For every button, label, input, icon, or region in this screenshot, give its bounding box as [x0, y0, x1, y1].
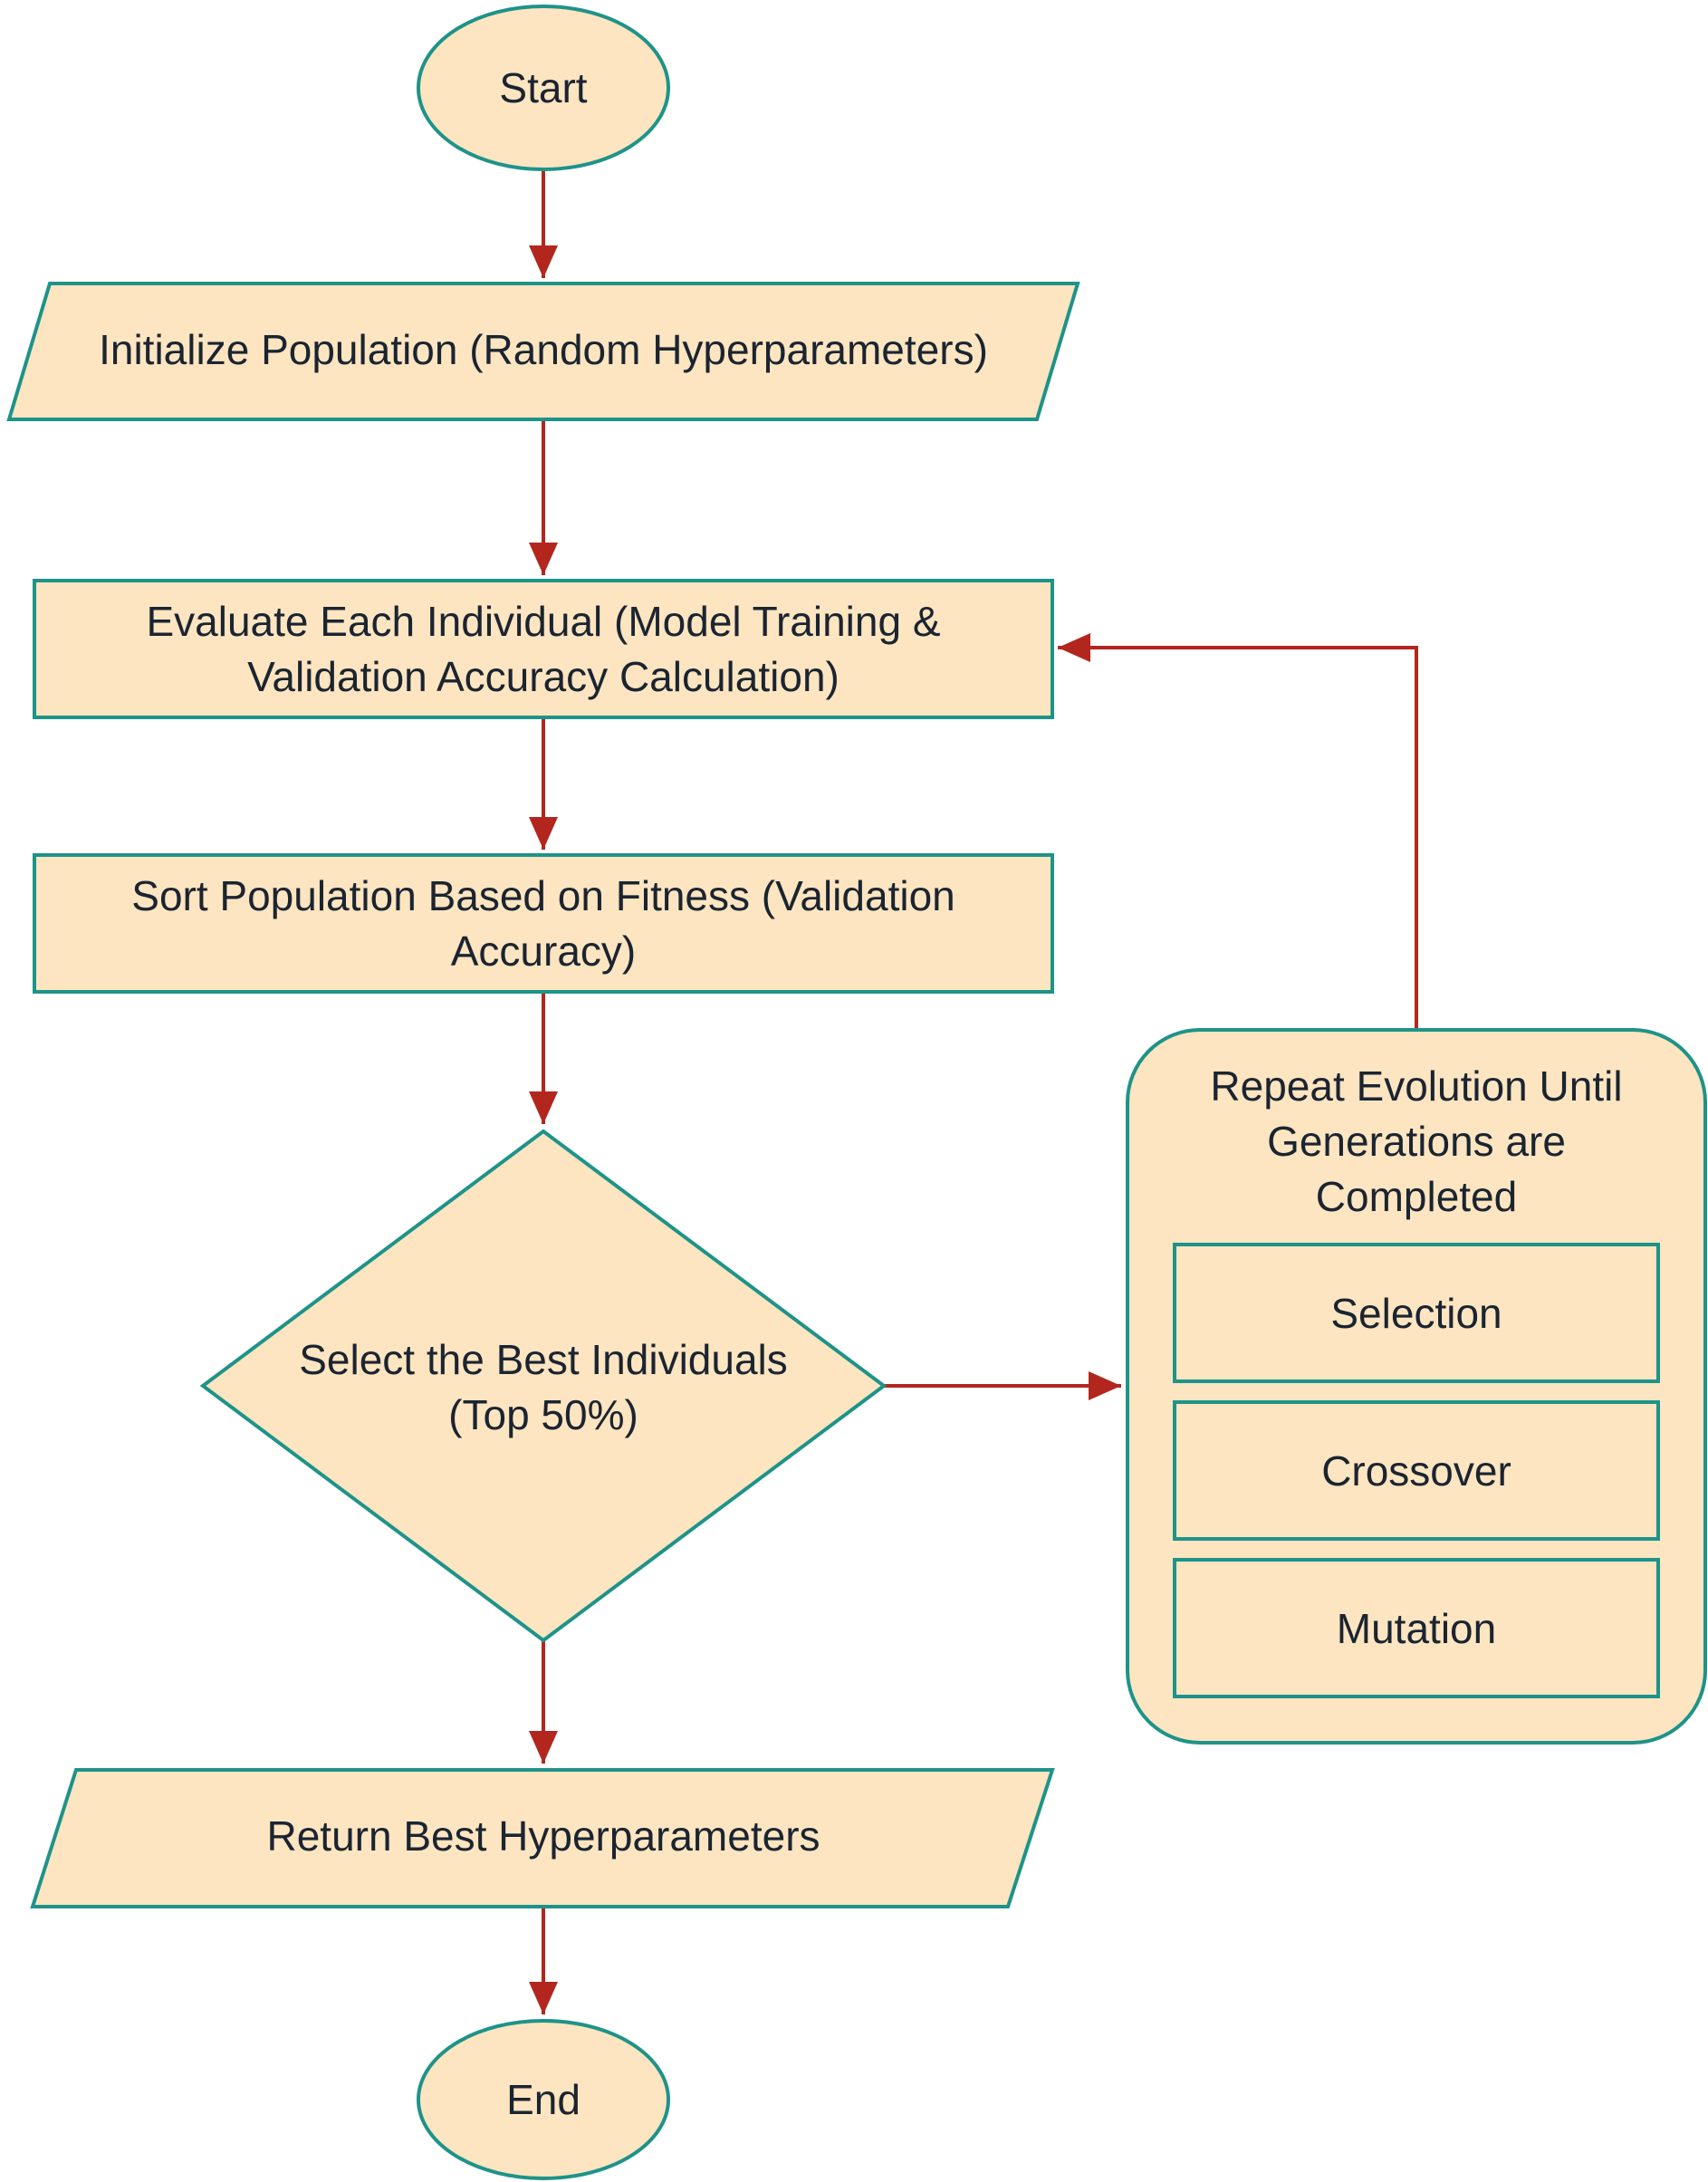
end-label: End [506, 2076, 581, 2123]
evolution-step-selection: Selection [1173, 1243, 1660, 1383]
return-label: Return Best Hyperparameters [266, 1812, 820, 1860]
evaluate-rect [33, 579, 1054, 719]
evolution-label-line1: Repeat Evolution Until [1210, 1062, 1622, 1110]
edges [529, 171, 1418, 2014]
crossover-rect [1173, 1400, 1660, 1541]
evolution-label-line2: Generations are [1267, 1118, 1566, 1165]
node-initialize-population: Initialize Population (Random Hyperparam… [6, 282, 1080, 421]
evolution-step-mutation: Mutation [1173, 1558, 1660, 1698]
init-parallelogram [6, 282, 1080, 421]
sort-rect [33, 853, 1054, 994]
evolution-step-crossover: Crossover [1173, 1400, 1660, 1541]
evolution-label-line3: Completed [1316, 1173, 1517, 1220]
node-select-best: Select the Best Individuals (Top 50%) [199, 1129, 888, 1643]
crossover-label: Crossover [1321, 1447, 1511, 1495]
selection-rect [1173, 1243, 1660, 1383]
return-parallelogram [30, 1768, 1055, 1908]
node-evaluate-individuals: Evaluate Each Individual (Model Training… [33, 579, 1054, 719]
end-ellipse [417, 2019, 670, 2180]
sort-label-line2: Accuracy) [451, 928, 636, 975]
select-diamond [199, 1129, 888, 1643]
select-label-line2: (Top 50%) [448, 1391, 638, 1438]
node-start: Start [417, 5, 670, 171]
mutation-rect [1173, 1558, 1660, 1698]
init-label: Initialize Population (Random Hyperparam… [99, 326, 988, 373]
sort-label-line1: Sort Population Based on Fitness (Valida… [131, 872, 955, 919]
selection-label: Selection [1330, 1290, 1502, 1337]
mutation-label: Mutation [1337, 1605, 1496, 1652]
node-repeat-evolution: Repeat Evolution Until Generations are C… [1126, 1028, 1707, 1745]
node-end: End [417, 2019, 670, 2180]
start-ellipse [417, 5, 670, 171]
start-label: Start [499, 64, 587, 111]
evaluate-label-line1: Evaluate Each Individual (Model Training… [146, 598, 940, 645]
edge-evolution-to-evaluate [1058, 633, 1418, 1029]
node-sort-population: Sort Population Based on Fitness (Valida… [33, 853, 1054, 994]
node-return-best: Return Best Hyperparameters [30, 1768, 1055, 1908]
select-label-line1: Select the Best Individuals [299, 1336, 788, 1383]
evaluate-label-line2: Validation Accuracy Calculation) [247, 653, 840, 700]
